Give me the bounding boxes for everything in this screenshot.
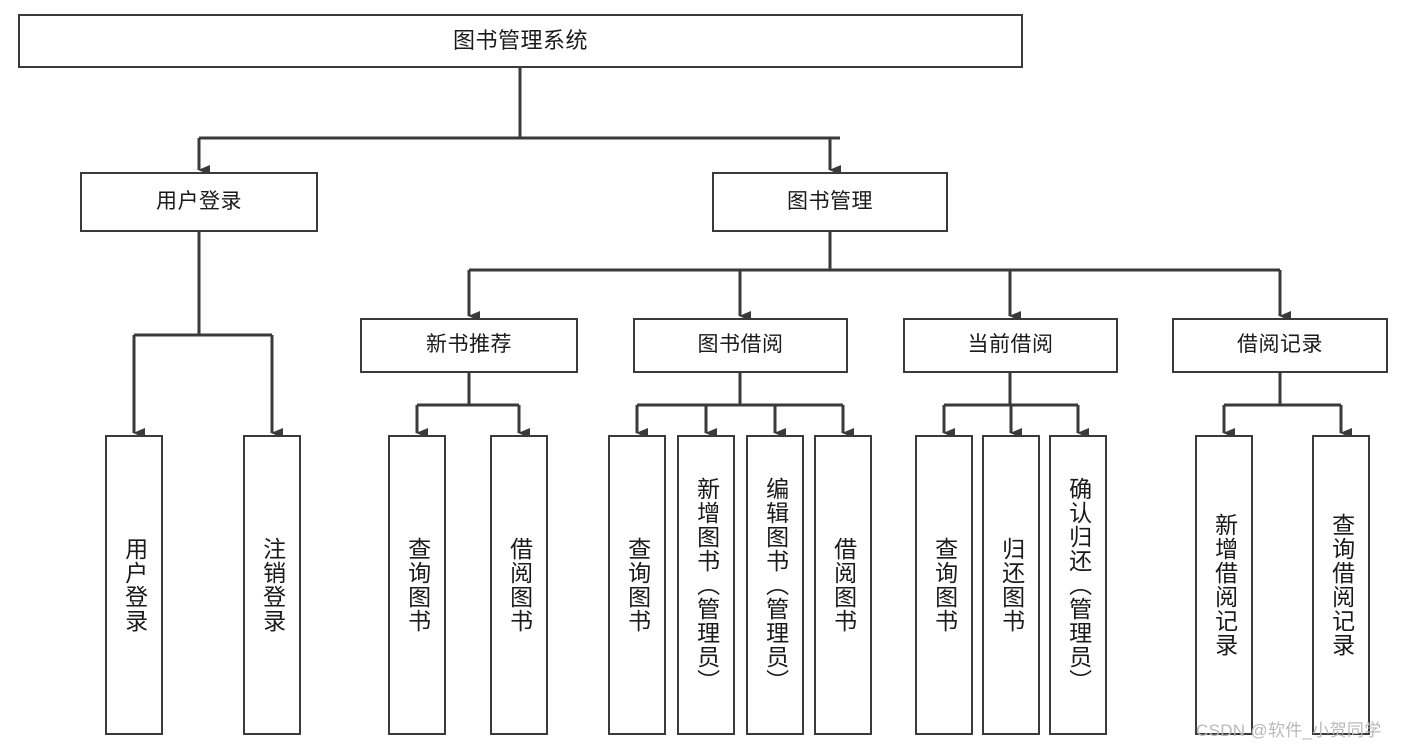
leaf-new-book-1[interactable]: 借阅图书 — [490, 435, 548, 735]
leaf-current-1-label: 归还图书 — [998, 537, 1025, 633]
node-book-management[interactable]: 图书管理 — [712, 172, 948, 232]
leaf-user-login-1-label: 注销登录 — [259, 537, 286, 633]
leaf-current-0[interactable]: 查询图书 — [915, 435, 973, 735]
node-user-login-label: 用户登录 — [156, 189, 242, 213]
node-root-label: 图书管理系统 — [452, 28, 588, 54]
leaf-records-1[interactable]: 查询借阅记录 — [1312, 435, 1370, 735]
node-user-login[interactable]: 用户登录 — [80, 172, 318, 232]
node-current-borrow-label: 当前借阅 — [967, 333, 1054, 357]
node-borrow-records[interactable]: 借阅记录 — [1172, 318, 1388, 373]
leaf-borrow-2[interactable]: 编辑图书（管理员） — [746, 435, 804, 735]
node-book-borrow-label: 图书借阅 — [697, 333, 784, 357]
leaf-current-2-label: 确认归还（管理员） — [1065, 477, 1092, 693]
leaf-records-0-label: 新增借阅记录 — [1211, 513, 1238, 657]
leaf-borrow-2-label: 编辑图书（管理员） — [762, 477, 789, 693]
leaf-borrow-0[interactable]: 查询图书 — [608, 435, 666, 735]
node-new-book-recommend[interactable]: 新书推荐 — [360, 318, 578, 373]
leaf-current-2[interactable]: 确认归还（管理员） — [1049, 435, 1107, 735]
leaf-user-login-0-label: 用户登录 — [121, 537, 148, 633]
node-current-borrow[interactable]: 当前借阅 — [903, 318, 1118, 373]
leaf-new-book-1-label: 借阅图书 — [506, 537, 533, 633]
leaf-borrow-3-label: 借阅图书 — [830, 537, 857, 633]
leaf-borrow-0-label: 查询图书 — [624, 537, 651, 633]
node-book-management-label: 图书管理 — [787, 189, 873, 213]
csdn-watermark: CSDN @软件_小贺同学 — [1196, 721, 1382, 740]
leaf-borrow-1[interactable]: 新增图书（管理员） — [677, 435, 735, 735]
node-book-borrow[interactable]: 图书借阅 — [633, 318, 848, 373]
leaf-user-login-1[interactable]: 注销登录 — [243, 435, 301, 735]
node-new-book-recommend-label: 新书推荐 — [426, 333, 512, 357]
leaf-current-0-label: 查询图书 — [931, 537, 958, 633]
leaf-records-0[interactable]: 新增借阅记录 — [1195, 435, 1253, 735]
leaf-records-1-label: 查询借阅记录 — [1328, 513, 1355, 657]
node-borrow-records-label: 借阅记录 — [1237, 333, 1323, 357]
leaf-new-book-0[interactable]: 查询图书 — [388, 435, 446, 735]
leaf-borrow-1-label: 新增图书（管理员） — [693, 477, 720, 693]
node-root[interactable]: 图书管理系统 — [18, 14, 1023, 68]
leaf-borrow-3[interactable]: 借阅图书 — [814, 435, 872, 735]
leaf-user-login-0[interactable]: 用户登录 — [105, 435, 163, 735]
leaf-current-1[interactable]: 归还图书 — [982, 435, 1040, 735]
leaf-new-book-0-label: 查询图书 — [404, 537, 431, 633]
